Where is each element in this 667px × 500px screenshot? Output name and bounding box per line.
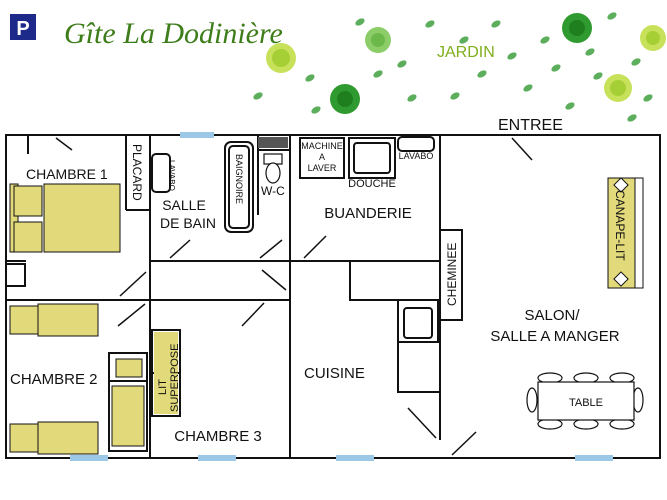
label-salon-2: SALLE A MANGER — [490, 328, 619, 345]
leaf-icon — [631, 58, 641, 66]
leaf-icon — [459, 36, 469, 44]
bush-icon — [562, 13, 592, 43]
label-salon-1: SALON/ — [524, 307, 580, 324]
fireplace-icon — [258, 137, 288, 148]
leaf-icon — [407, 94, 417, 102]
label-lit-superpose-1: LIT — [157, 379, 169, 395]
label-salle-de-bain-1: SALLE — [162, 197, 206, 213]
label-chambre2: CHAMBRE 2 — [10, 371, 98, 388]
label-baignoire: BAIGNOIRE — [234, 154, 244, 204]
label-machine-1: MACHINE — [301, 141, 343, 151]
leaf-icon — [355, 18, 365, 26]
label-cheminee: CHEMINEE — [445, 243, 459, 306]
parking-icon — [10, 14, 36, 40]
label-table: TABLE — [569, 397, 603, 409]
leaf-icon — [593, 72, 603, 80]
label-chambre1: CHAMBRE 1 — [26, 166, 108, 182]
bush-icon — [365, 27, 391, 53]
leaf-icon — [450, 92, 460, 100]
bed — [9, 303, 99, 337]
leaf-icon — [540, 36, 550, 44]
label-douche: DOUCHE — [348, 178, 396, 190]
windows — [70, 132, 613, 461]
garden-label: JARDIN — [437, 44, 495, 61]
label-machine-3: LAVER — [308, 163, 337, 173]
leaf-icon — [523, 84, 533, 92]
leaf-icon — [585, 48, 595, 56]
label-wc: W-C — [261, 184, 285, 198]
walls — [5, 134, 661, 459]
garden-decoration — [253, 12, 666, 122]
label-cuisine: CUISINE — [304, 365, 365, 382]
bunk-bed-superpose — [154, 332, 178, 414]
leaf-icon — [253, 92, 263, 100]
label-salle-de-bain-2: DE BAIN — [160, 215, 216, 231]
leaf-icon — [551, 64, 561, 72]
leaf-icon — [565, 102, 575, 110]
leaf-icon — [373, 70, 383, 78]
page-title: Gîte La Dodinière — [64, 17, 283, 50]
dining-table — [526, 372, 644, 430]
bush-icon — [640, 25, 666, 51]
leaf-icon — [305, 74, 315, 82]
label-lit-superpose-2: SUPERPOSE — [169, 344, 181, 412]
leaf-icon — [491, 20, 501, 28]
doors — [55, 137, 533, 456]
sofa-bed — [607, 177, 644, 289]
label-entree: ENTREE — [498, 117, 563, 134]
label-chambre3: CHAMBRE 3 — [174, 428, 262, 445]
leaf-icon — [397, 60, 407, 68]
bed — [9, 183, 121, 253]
label-lavabo-buanderie: LAVABO — [399, 151, 434, 161]
bush-icon — [604, 74, 632, 102]
leaf-icon — [477, 70, 487, 78]
toilet-icon — [263, 153, 283, 184]
leaf-icon — [643, 94, 653, 102]
leaf-icon — [507, 52, 517, 60]
leaf-icon — [311, 106, 321, 114]
bunk-bed — [111, 358, 145, 447]
label-canape-lit: CANAPE-LIT — [613, 190, 627, 261]
parking-letter: P — [16, 18, 29, 40]
bush-icon — [266, 43, 296, 73]
label-buanderie: BUANDERIE — [324, 205, 412, 222]
bush-icon — [330, 84, 360, 114]
label-lavabo-bath: LAVABO — [167, 160, 176, 191]
label-machine-2: A — [319, 152, 325, 162]
leaf-icon — [425, 20, 435, 28]
leaf-icon — [627, 114, 637, 122]
leaf-icon — [607, 12, 617, 20]
bed — [9, 421, 99, 455]
label-placard: PLACARD — [130, 144, 144, 201]
